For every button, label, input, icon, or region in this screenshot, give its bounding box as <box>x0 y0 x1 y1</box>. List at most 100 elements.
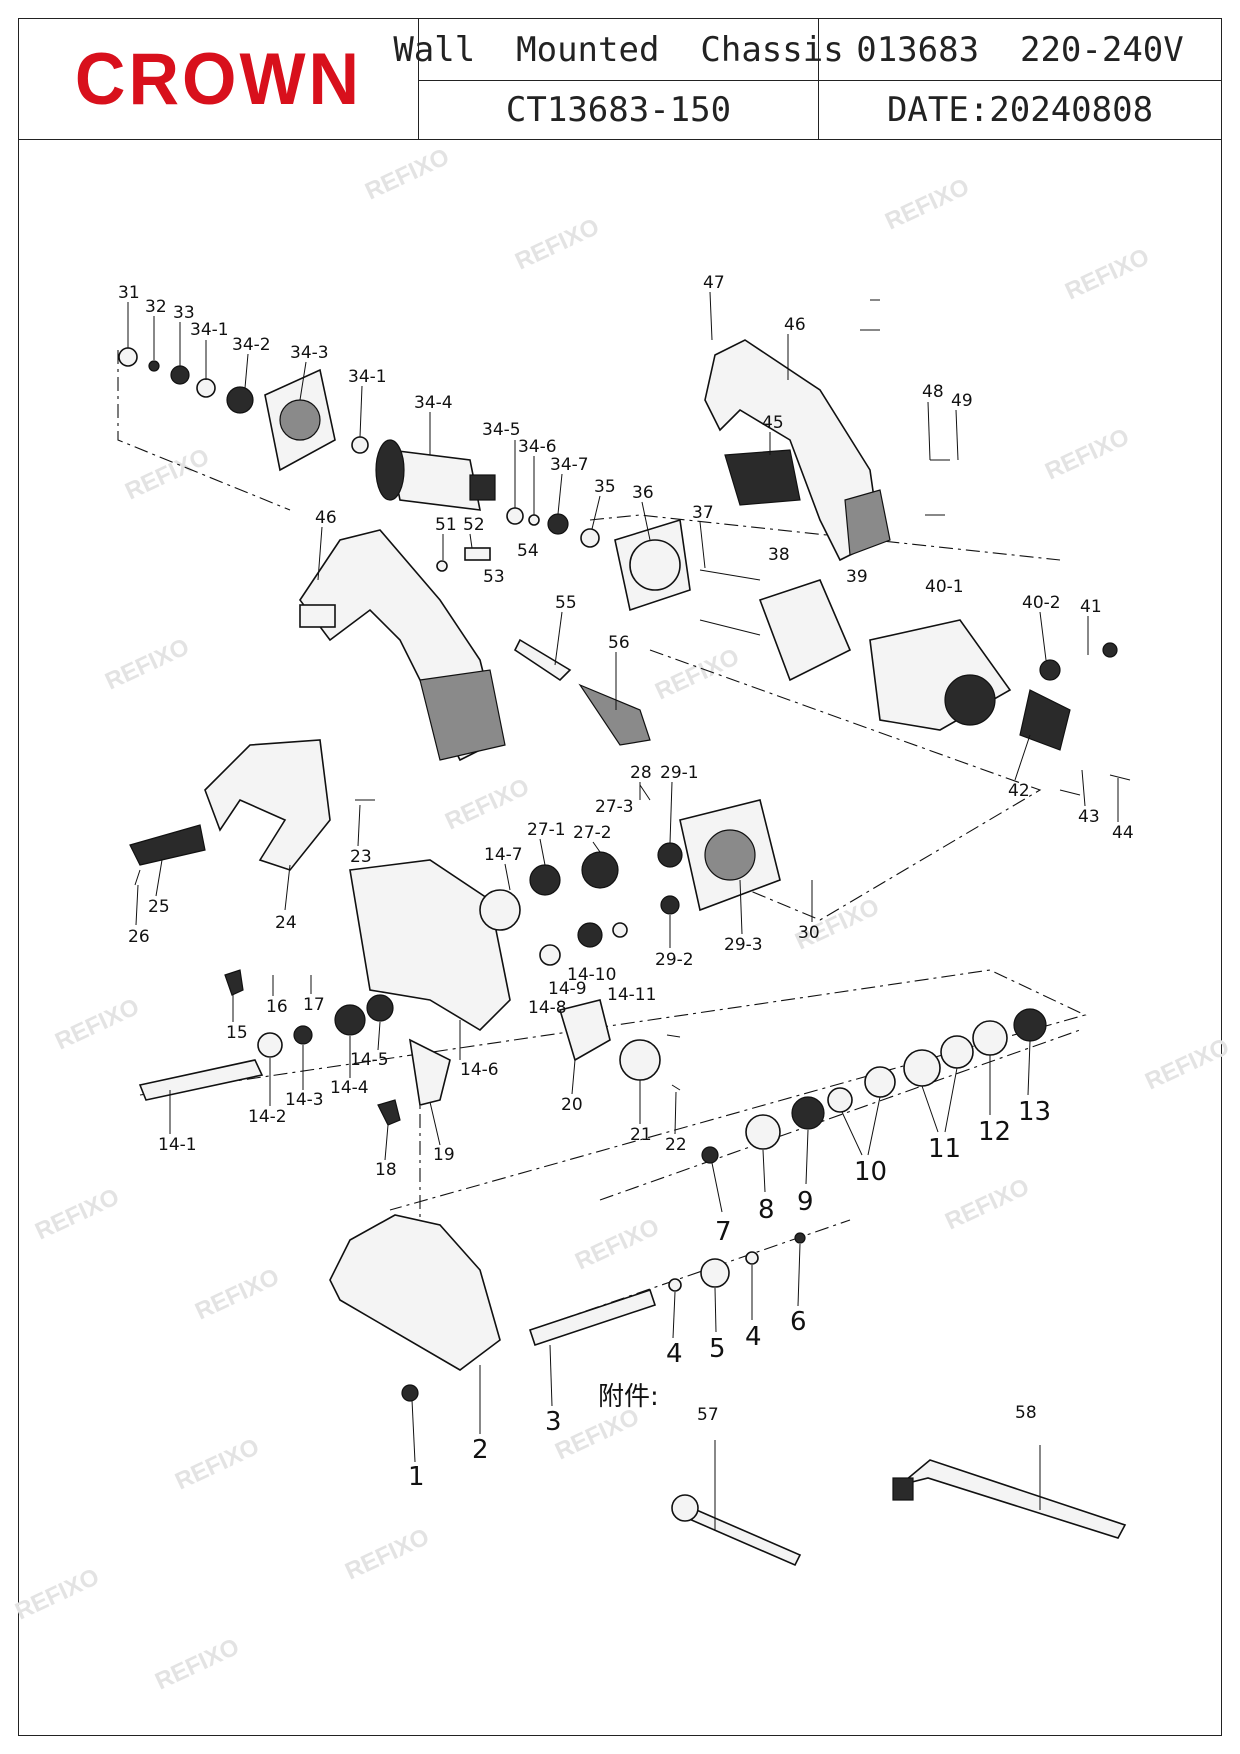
leader-line <box>944 1067 958 1133</box>
part-label: 29-3 <box>724 935 763 955</box>
part-label: 56 <box>608 633 630 653</box>
stator <box>758 579 852 682</box>
leader-line <box>699 521 706 569</box>
part-label: 26 <box>128 927 150 947</box>
gear <box>577 922 603 948</box>
leader-line <box>805 1129 809 1185</box>
axle <box>528 1288 657 1347</box>
leader-line <box>641 501 651 541</box>
watermark: REFIXO <box>551 1403 643 1465</box>
rear-handle-lower <box>299 529 506 762</box>
part-label: 46 <box>784 315 806 335</box>
part-label: 14-11 <box>607 985 656 1005</box>
accessories-label: 附件: <box>598 1382 659 1412</box>
leader-line <box>711 1162 723 1213</box>
leader-line <box>714 1287 717 1333</box>
socket-end <box>892 1477 914 1501</box>
part-label: 27-1 <box>527 820 566 840</box>
inner-flange <box>972 1020 1008 1056</box>
screw <box>464 547 491 561</box>
bearing <box>547 513 569 535</box>
part-label: 12 <box>978 1117 1011 1147</box>
part-label: 14-3 <box>285 1090 324 1110</box>
wheel <box>700 1258 730 1288</box>
watermark: REFIXO <box>51 993 143 1055</box>
part-label: 15 <box>226 1023 248 1043</box>
part-label: 21 <box>630 1125 652 1145</box>
part-label: 45 <box>762 413 784 433</box>
brush-cover <box>1019 689 1071 751</box>
washer <box>668 1278 682 1292</box>
part-label: 46 <box>315 508 337 528</box>
watermark: REFIXO <box>1061 243 1153 305</box>
part-label: 7 <box>715 1217 732 1247</box>
long-screw <box>699 569 761 581</box>
part-label: 47 <box>703 273 725 293</box>
watermark: REFIXO <box>651 643 743 705</box>
circlip <box>612 922 628 938</box>
part-label: 14-5 <box>350 1050 389 1070</box>
part-label: 40-2 <box>1022 593 1061 613</box>
cable-sleeve <box>513 638 572 682</box>
leader-line <box>244 353 249 389</box>
part-label: 23 <box>350 847 372 867</box>
front-handle-group <box>129 739 375 886</box>
baffle-ring <box>629 539 681 591</box>
watermark: REFIXO <box>571 1213 663 1275</box>
accessories-group: 附件: <box>598 1382 1127 1567</box>
part-label: 19 <box>433 1145 455 1165</box>
watermark: REFIXO <box>941 1173 1033 1235</box>
part-label: 48 <box>922 382 944 402</box>
drawing-frame: CROWN Wall Mounted Chassis 013683 220-24… <box>18 18 1222 1736</box>
washer <box>528 514 540 526</box>
handle-cover <box>129 824 206 866</box>
part-label: 25 <box>148 897 170 917</box>
leader-line <box>411 1399 416 1463</box>
part-label: 29-1 <box>660 763 699 783</box>
nut <box>148 360 160 372</box>
leader-line <box>674 1091 677 1135</box>
handle-grip <box>844 489 891 556</box>
wrench-head <box>671 1494 699 1522</box>
part-label: 33 <box>173 303 195 323</box>
part-label: 5 <box>709 1334 726 1364</box>
bearing <box>334 1004 366 1036</box>
leader-line <box>504 863 511 891</box>
part-label: 35 <box>594 477 616 497</box>
washer <box>196 378 216 398</box>
flange <box>1013 1008 1047 1042</box>
watermark: REFIXO <box>361 143 453 205</box>
watermark: REFIXO <box>31 1183 123 1245</box>
title-block: CROWN Wall Mounted Chassis 013683 220-24… <box>19 19 1221 140</box>
guard-port <box>479 889 521 931</box>
leader-line <box>927 401 931 461</box>
leader-line <box>317 526 323 581</box>
housing-bore <box>704 829 756 881</box>
plug <box>578 683 651 746</box>
leader-line <box>1039 611 1047 661</box>
part-label: 41 <box>1080 597 1102 617</box>
washer <box>351 436 369 454</box>
watermark: REFIXO <box>171 1433 263 1495</box>
leader-line <box>739 879 743 935</box>
part-label: 38 <box>768 545 790 565</box>
knob <box>224 969 244 996</box>
axis-line <box>649 649 1042 921</box>
part-label: 8 <box>758 1195 775 1225</box>
part-label: 4 <box>666 1339 683 1369</box>
leader-line <box>571 1059 576 1095</box>
part-label: 54 <box>517 541 539 561</box>
leader-line <box>549 1344 553 1407</box>
part-label: 27-3 <box>595 797 634 817</box>
part-label: 51 <box>435 515 457 535</box>
motor-armature-group <box>118 347 691 612</box>
drawing-date: DATE:20240808 <box>886 90 1154 130</box>
part-label: 34-2 <box>232 335 271 355</box>
leader-line <box>539 838 546 866</box>
leader-line <box>709 291 713 341</box>
long-screw <box>699 619 761 636</box>
socket-wrench <box>899 1459 1127 1539</box>
base-plate <box>329 1214 501 1371</box>
axis-line <box>139 969 1087 1211</box>
bearing <box>660 895 680 915</box>
